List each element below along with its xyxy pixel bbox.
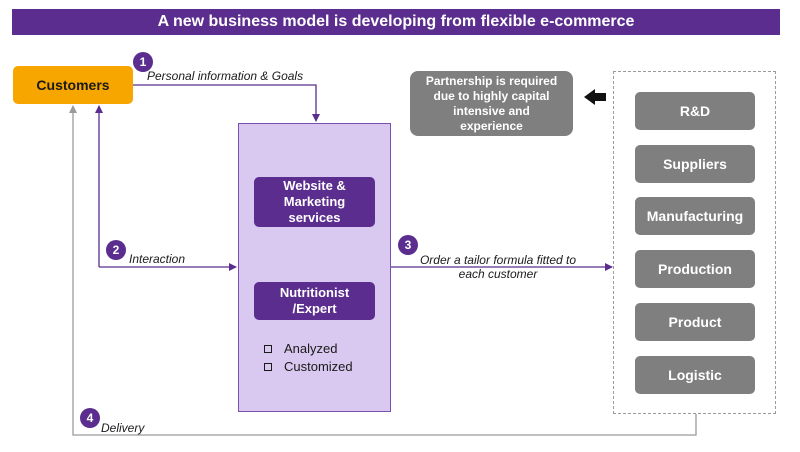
supply-rnd: R&D xyxy=(635,92,755,130)
website-marketing-label: Website & Marketing services xyxy=(283,178,346,225)
page-title: A new business model is developing from … xyxy=(12,9,780,35)
website-marketing-box: Website & Marketing services xyxy=(254,177,375,227)
step-badge-2: 2 xyxy=(106,240,126,260)
supply-product: Product xyxy=(635,303,755,341)
arrow-personal-info xyxy=(133,84,320,122)
arrow-delivery xyxy=(69,105,697,436)
step-badge-3: 3 xyxy=(398,235,418,255)
step-label-3: Order a tailor formula fitted to each cu… xyxy=(419,253,577,281)
supply-logistic: Logistic xyxy=(635,356,755,394)
step-badge-1: 1 xyxy=(133,52,153,72)
step-label-1: Personal information & Goals xyxy=(147,69,304,83)
checklist-item: Analyzed xyxy=(264,340,353,358)
supply-chain-group xyxy=(613,71,776,414)
checklist: Analyzed Customized xyxy=(264,340,353,376)
checkbox-icon xyxy=(264,345,272,353)
black-arrow-icon xyxy=(584,89,606,105)
step-label-4: Delivery xyxy=(101,421,145,435)
customers-box: Customers xyxy=(13,66,133,104)
platform-panel xyxy=(238,123,391,412)
checkbox-icon xyxy=(264,363,272,371)
supply-suppliers: Suppliers xyxy=(635,145,755,183)
supply-production: Production xyxy=(635,250,755,288)
checklist-item: Customized xyxy=(264,358,353,376)
supply-manufacturing: Manufacturing xyxy=(635,197,755,235)
nutritionist-box: Nutritionist /Expert xyxy=(254,282,375,320)
step-badge-4: 4 xyxy=(80,408,100,428)
step-label-2: Interaction xyxy=(129,252,186,266)
partnership-box: Partnership is required due to highly ca… xyxy=(410,71,573,136)
nutritionist-label: Nutritionist /Expert xyxy=(279,285,350,316)
partnership-label: Partnership is required due to highly ca… xyxy=(425,73,558,133)
